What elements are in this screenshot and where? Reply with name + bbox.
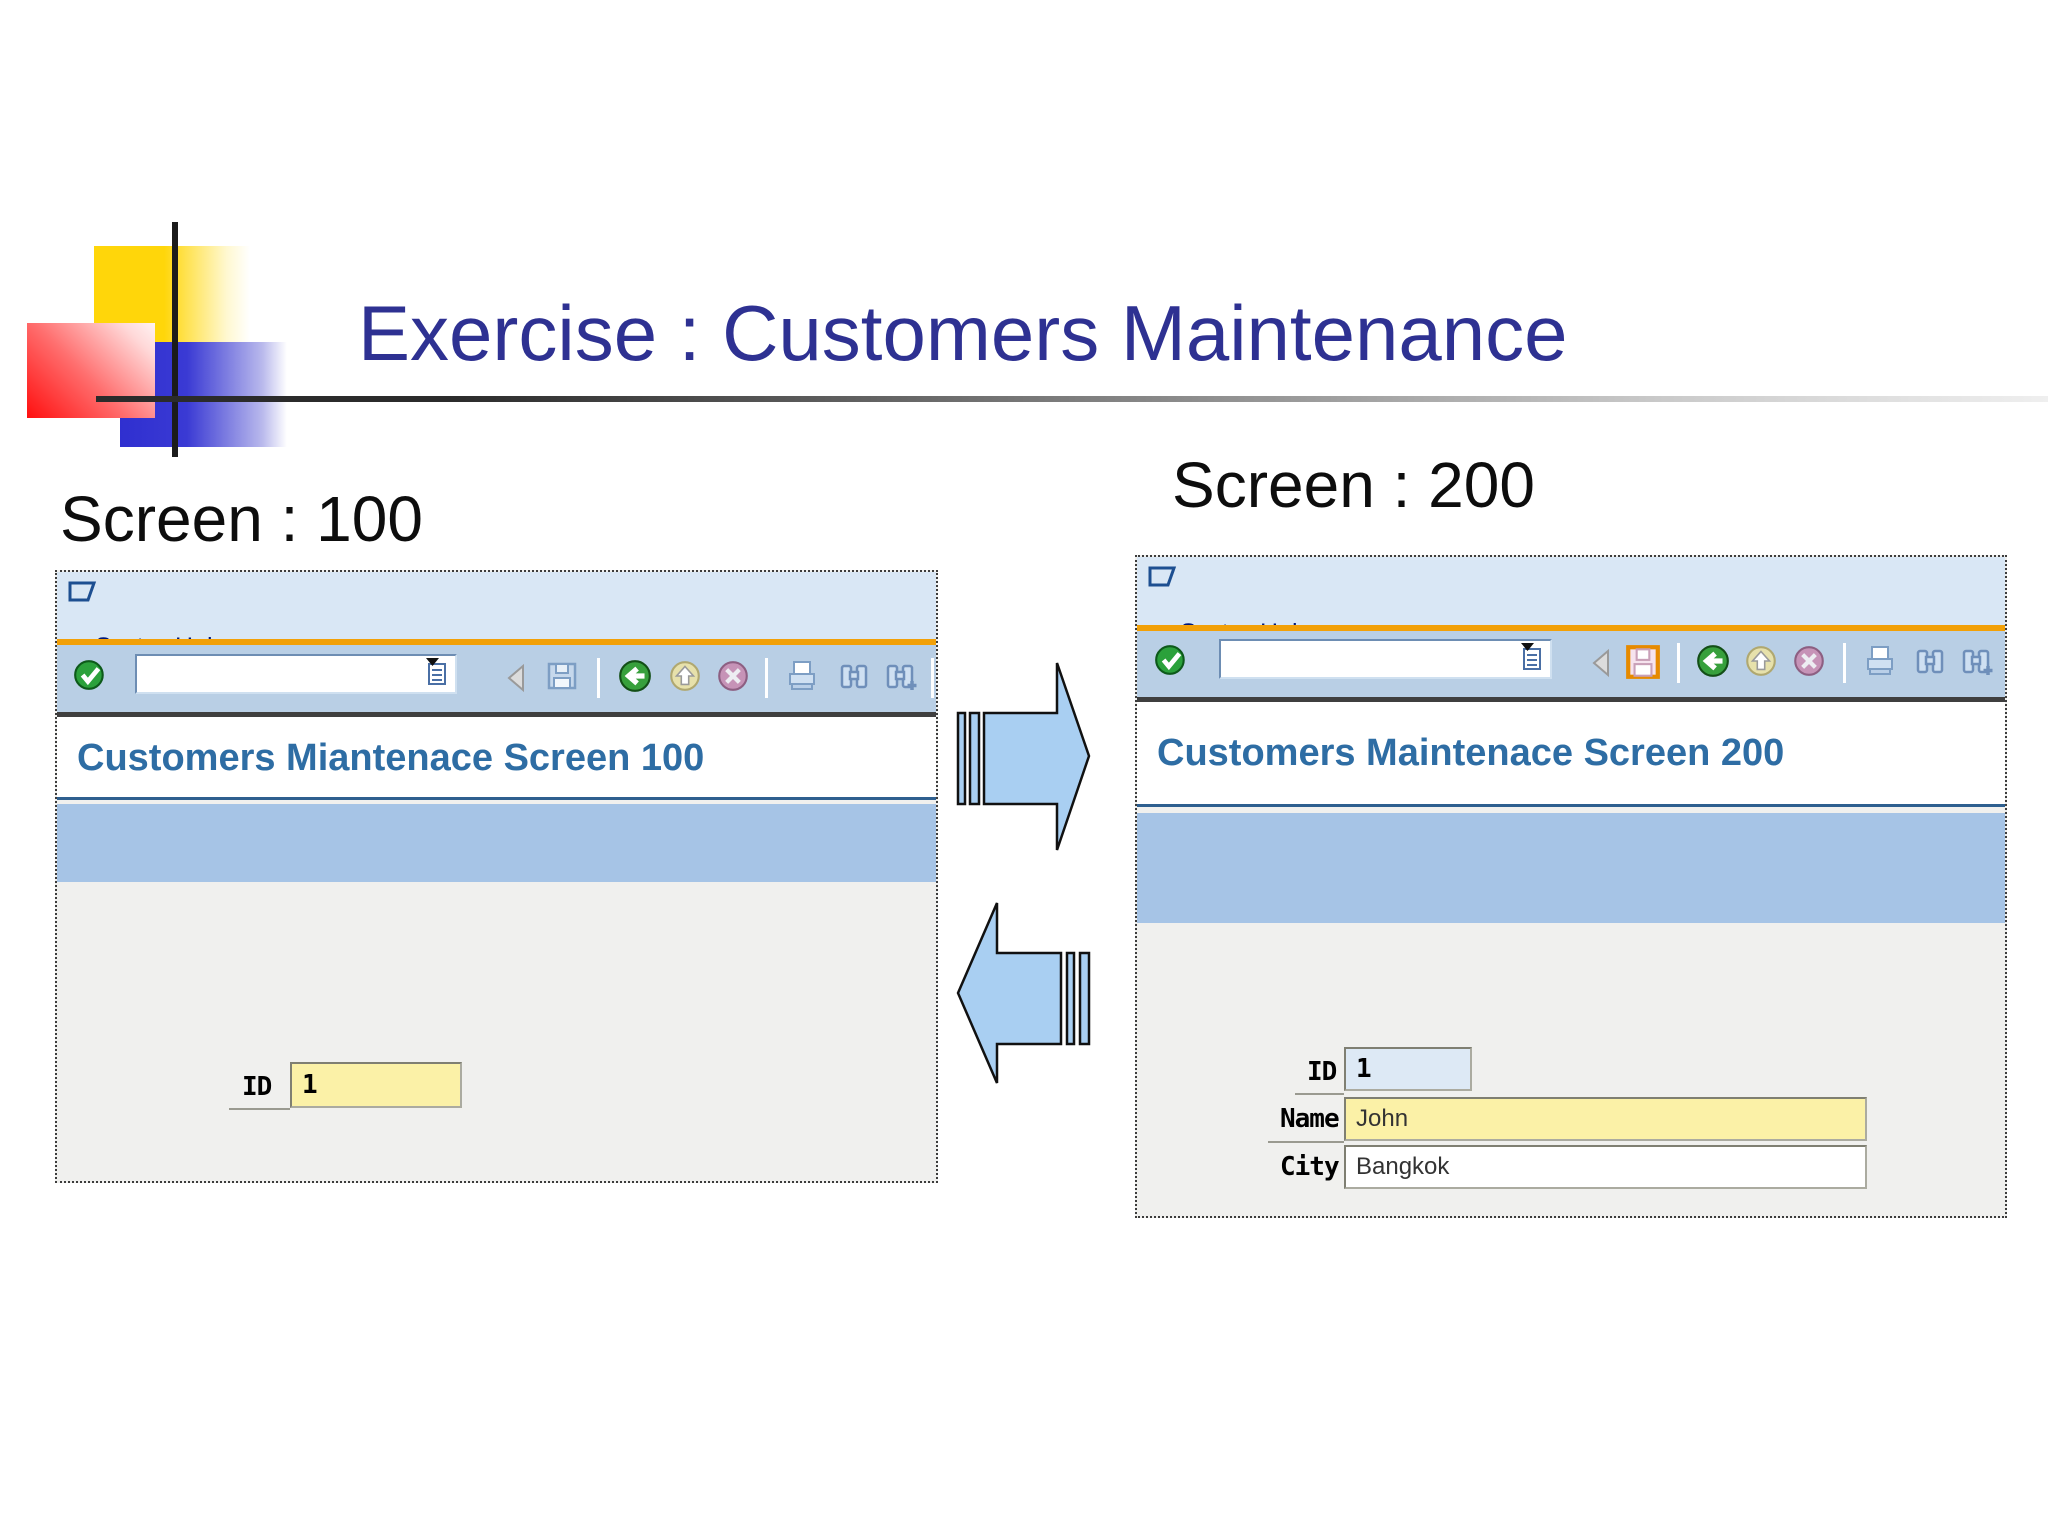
- find-next-icon[interactable]: [1961, 644, 1995, 683]
- slide-title: Exercise : Customers Maintenance: [358, 289, 1568, 377]
- id-field[interactable]: [290, 1062, 462, 1108]
- exit-icon[interactable]: [617, 658, 653, 699]
- screen-100-label: Screen : 100: [60, 483, 423, 555]
- screen-title-100: Customers Miantenace Screen 100: [77, 737, 705, 779]
- standard-toolbar: [57, 645, 936, 712]
- window-titlebar: System Help: [1137, 557, 2005, 650]
- arrow-right-icon: [956, 662, 1091, 851]
- city-field[interactable]: [1344, 1145, 1867, 1189]
- find-icon[interactable]: [1913, 644, 1947, 683]
- command-dropdown-icon[interactable]: [1518, 642, 1548, 676]
- logo-vertical-line: [172, 222, 178, 457]
- toolbar-separator: [1843, 643, 1846, 683]
- toolbar-shadow-line: [1137, 697, 2005, 704]
- find-icon[interactable]: [837, 659, 871, 698]
- cancel-icon[interactable]: [715, 658, 751, 699]
- command-field[interactable]: [1219, 639, 1552, 679]
- toolbar-separator: [765, 658, 768, 698]
- print-icon[interactable]: [1863, 644, 1897, 683]
- header-strip: [1137, 813, 2005, 923]
- logo-red-square: [27, 323, 155, 418]
- label-rule: [229, 1108, 290, 1110]
- save-icon[interactable]: [545, 659, 579, 698]
- screen-title-band: Customers Maintenace Screen 200: [1137, 704, 2005, 807]
- name-field[interactable]: [1344, 1097, 1867, 1141]
- print-icon[interactable]: [785, 659, 819, 698]
- home-icon[interactable]: [1743, 643, 1779, 684]
- enter-icon[interactable]: [1153, 642, 1189, 683]
- back-icon[interactable]: [504, 662, 528, 699]
- id-field-label: ID: [1307, 1057, 1337, 1087]
- label-rule: [1268, 1141, 1344, 1143]
- city-field-label: City: [1280, 1152, 1340, 1182]
- toolbar-separator: [597, 658, 600, 698]
- orange-divider: [1137, 625, 2005, 631]
- screen-title-band: Customers Miantenace Screen 100: [57, 719, 936, 800]
- toolbar-separator: [931, 658, 934, 698]
- title-underline-rule: [96, 396, 2048, 402]
- standard-toolbar: [1137, 631, 2005, 697]
- sap-session-icon[interactable]: [1147, 563, 1181, 591]
- name-field-label: Name: [1280, 1104, 1340, 1134]
- arrow-left-icon: [956, 902, 1091, 1084]
- cancel-icon[interactable]: [1791, 643, 1827, 684]
- command-field[interactable]: [135, 654, 457, 694]
- toolbar-separator: [1677, 643, 1680, 683]
- home-icon[interactable]: [667, 658, 703, 699]
- screen-200-label: Screen : 200: [1172, 449, 1535, 521]
- sap-window-200: System Help: [1135, 555, 2007, 1218]
- sap-window-100: System Help: [55, 570, 938, 1183]
- exit-icon[interactable]: [1695, 643, 1731, 684]
- orange-divider: [57, 639, 936, 645]
- toolbar-shadow-line: [57, 712, 936, 719]
- id-field-label: ID: [242, 1072, 272, 1102]
- save-icon[interactable]: [1624, 643, 1662, 686]
- command-dropdown-icon[interactable]: [423, 657, 453, 691]
- screen-title-200: Customers Maintenace Screen 200: [1157, 732, 1785, 774]
- header-strip: [57, 804, 936, 882]
- sap-session-icon[interactable]: [67, 578, 101, 606]
- enter-icon[interactable]: [72, 657, 108, 698]
- find-next-icon[interactable]: [885, 659, 919, 698]
- back-icon[interactable]: [1589, 647, 1613, 684]
- label-rule: [1295, 1093, 1344, 1095]
- window-titlebar: System Help: [57, 572, 936, 664]
- id-field[interactable]: [1344, 1047, 1472, 1091]
